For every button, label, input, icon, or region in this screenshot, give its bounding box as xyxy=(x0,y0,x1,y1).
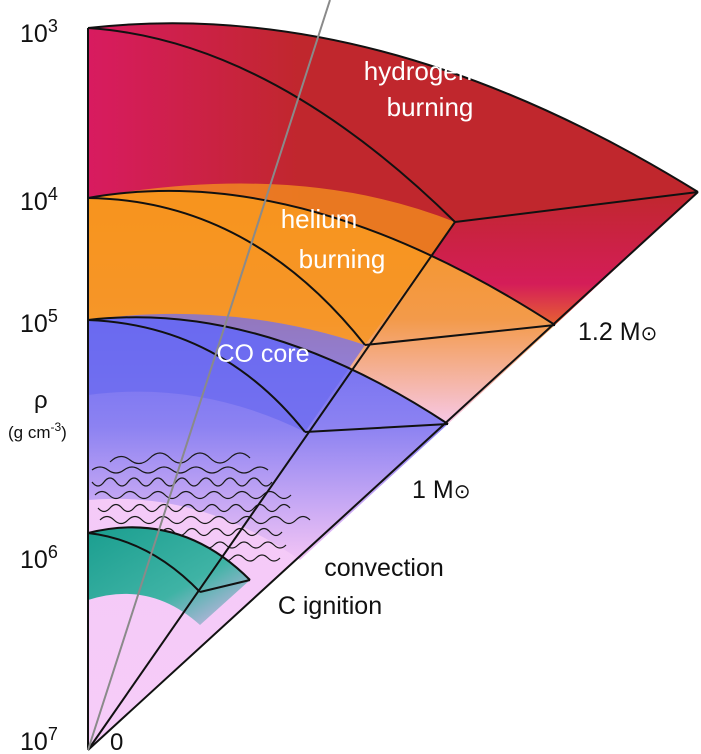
rotation-axis xyxy=(87,0,331,751)
co-core-label: CO core xyxy=(216,340,309,368)
helium-burning-label-2: burning xyxy=(299,244,386,274)
axis-tick-1e5: 105 xyxy=(20,306,58,338)
hydrogen-burning-label-1: hydrogen xyxy=(364,56,472,86)
c-ignition-label: C ignition xyxy=(278,592,382,620)
axis-tick-1e6: 106 xyxy=(20,542,58,574)
convection-label: convection xyxy=(324,554,444,582)
mass-zero-label: 0 xyxy=(110,729,123,754)
axis-tick-1e4: 104 xyxy=(20,184,58,216)
density-unit: (g cm-3) xyxy=(8,420,67,442)
rho-symbol: ρ xyxy=(34,387,48,414)
hydrogen-burning-label-2: burning xyxy=(387,92,474,122)
co-core-top-face xyxy=(88,313,365,432)
mass-one-label: 1 M⊙ xyxy=(412,476,470,504)
mass-one-two-label: 1.2 M⊙ xyxy=(578,318,657,346)
axis-tick-1e7: 107 xyxy=(20,724,58,754)
axis-tick-1e3: 103 xyxy=(20,16,58,48)
helium-burning-label-1: helium xyxy=(281,204,358,234)
c-ignition-region xyxy=(88,527,250,625)
shell-boundaries xyxy=(87,22,699,751)
helium-burning-top-face xyxy=(88,183,455,345)
